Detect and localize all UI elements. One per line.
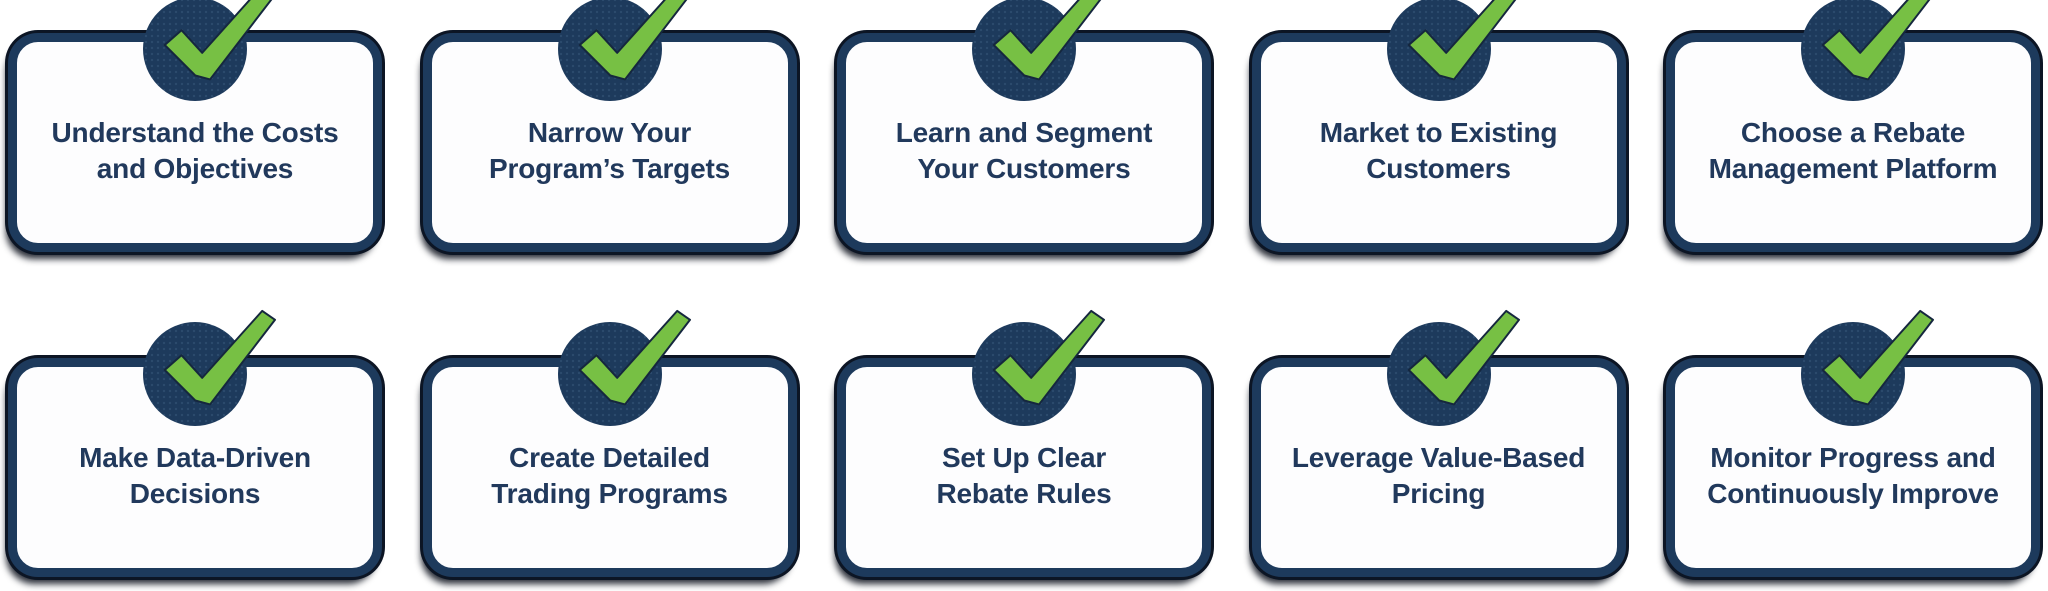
step-label-line: Decisions (129, 477, 261, 509)
check-badge (1801, 309, 1935, 426)
step-label: Make Data-Driven Decisions (79, 440, 311, 511)
step-card-value-pricing: Leverage Value-Based Pricing (1251, 309, 1626, 577)
checkmark-icon (1821, 0, 1931, 81)
step-label-line: Leverage Value-Based (1291, 441, 1586, 473)
step-label-line: Market to Existing (1319, 116, 1558, 148)
check-badge (557, 309, 691, 426)
step-label-line: Continuously Improve (1707, 477, 1999, 509)
step-label: Choose a Rebate Management Platform (1709, 115, 1998, 186)
step-label-line: Management Platform (1708, 152, 1998, 184)
step-card-market-existing: Market to Existing Customers (1251, 0, 1626, 252)
step-label: Understand the Costs and Objectives (52, 115, 339, 186)
step-label: Monitor Progress and Continuously Improv… (1707, 440, 1999, 511)
check-badge (1386, 309, 1520, 426)
step-card-rebate-rules: Set Up Clear Rebate Rules (837, 309, 1211, 577)
step-label-line: and Objectives (96, 152, 294, 184)
checkmark-icon (578, 309, 691, 406)
check-badge (143, 309, 277, 426)
step-card-monitor-improve: Monitor Progress and Continuously Improv… (1666, 309, 2040, 577)
step-label-line: Trading Programs (491, 477, 728, 509)
step-label-line: Monitor Progress and (1710, 441, 1996, 473)
step-card-segment-customers: Learn and Segment Your Customers (837, 0, 1211, 252)
check-badge (972, 309, 1106, 426)
check-badge (1801, 0, 1931, 101)
step-label-line: Pricing (1391, 477, 1486, 509)
checkmark-icon (992, 309, 1106, 406)
step-card-understand-costs: Understand the Costs and Objectives (8, 0, 382, 252)
step-label: Create Detailed Trading Programs (491, 440, 728, 511)
checkmark-icon (163, 0, 273, 81)
checkmark-icon (1821, 309, 1935, 406)
step-label-line: Your Customers (917, 152, 1131, 184)
step-label-line: Make Data-Driven (79, 441, 311, 473)
checkmark-icon (1407, 309, 1520, 406)
step-label-line: Create Detailed (509, 441, 710, 473)
check-badge (557, 0, 687, 101)
step-label-line: Set Up Clear (941, 441, 1107, 473)
check-badge (972, 0, 1102, 101)
checkmark-icon (992, 0, 1102, 81)
step-card-trading-programs: Create Detailed Trading Programs (422, 309, 797, 577)
checkmark-icon (578, 0, 687, 81)
step-card-narrow-targets: Narrow Your Program’s Targets (422, 0, 797, 252)
step-label-line: Understand the Costs (51, 116, 339, 148)
checkmark-icon (1407, 0, 1516, 81)
step-label: Learn and Segment Your Customers (895, 115, 1153, 186)
step-label-line: Program’s Targets (489, 152, 730, 184)
checkmark-icon (163, 309, 277, 406)
step-label-line: Learn and Segment (895, 116, 1153, 148)
check-badge (143, 0, 273, 101)
step-label-line: Choose a Rebate (1740, 116, 1966, 148)
steps-row-2: Make Data-Driven Decisions Create Detail… (8, 309, 2040, 577)
step-label-line: Customers (1366, 152, 1511, 184)
step-card-choose-platform: Choose a Rebate Management Platform (1666, 0, 2040, 252)
check-badge (1386, 0, 1516, 101)
step-label-line: Rebate Rules (936, 477, 1112, 509)
check-circle (557, 322, 662, 426)
steps-row-1: Understand the Costs and Objectives Narr… (8, 0, 2040, 252)
step-label: Set Up Clear Rebate Rules (937, 440, 1112, 511)
step-label: Narrow Your Program’s Targets (489, 115, 730, 186)
step-label-line: Narrow Your (527, 116, 692, 148)
step-label: Leverage Value-Based Pricing (1292, 440, 1585, 511)
step-card-data-driven: Make Data-Driven Decisions (8, 309, 382, 577)
step-label: Market to Existing Customers (1320, 115, 1558, 186)
